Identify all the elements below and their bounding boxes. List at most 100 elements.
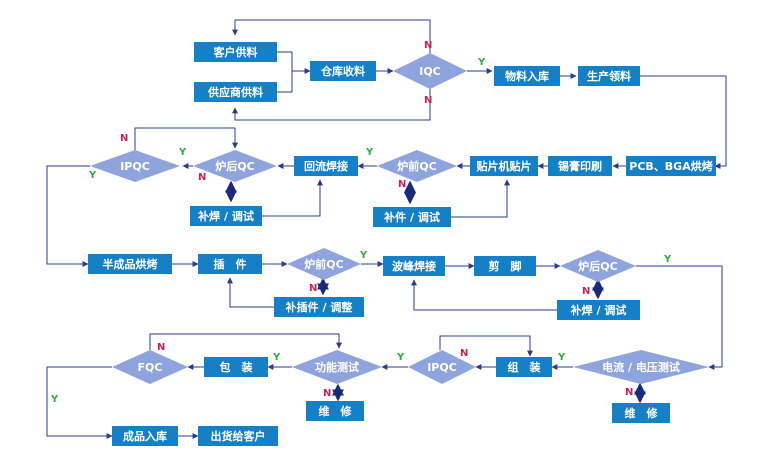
svg-text:包 装: 包 装	[219, 360, 253, 374]
svg-text:补焊 / 调试: 补焊 / 调试	[197, 209, 254, 223]
edge-replace-place	[451, 179, 510, 218]
svg-text:炉后QC: 炉后QC	[215, 159, 254, 173]
edge-customer-merge	[277, 51, 293, 71]
label-ipqc2-no: N	[460, 348, 468, 359]
decision-ipqc-2: IPQC	[408, 350, 476, 384]
label-function-yes: Y	[272, 352, 281, 363]
svg-text:炉前QC: 炉前QC	[304, 257, 343, 271]
svg-text:IPQC: IPQC	[427, 361, 457, 374]
svg-text:剪 脚: 剪 脚	[489, 259, 522, 273]
label-iqc-no-top: N	[424, 40, 432, 51]
svg-text:成品入库: 成品入库	[123, 429, 167, 443]
svg-text:客户供料: 客户供料	[213, 45, 258, 59]
label-preqc2-yes: Y	[359, 250, 368, 261]
label-preqc1-yes: Y	[365, 147, 374, 158]
decision-iqc: IQC	[393, 53, 467, 89]
node-assemble: 组 装	[496, 357, 552, 377]
decision-pre-oven-qc-1: 炉前QC	[377, 150, 457, 182]
edge-reinsert-insert	[227, 277, 274, 308]
svg-text:半成品烘烤: 半成品烘烤	[103, 257, 158, 271]
svg-text:组 装: 组 装	[508, 360, 541, 374]
decision-post-oven-qc-2: 炉后QC	[560, 250, 636, 282]
edge-repair2-wave	[411, 279, 557, 311]
svg-text:出货给客户: 出货给客户	[211, 429, 266, 443]
label-postqc1-yes: Y	[178, 147, 187, 158]
svg-text:物料入库: 物料入库	[505, 69, 549, 83]
svg-text:炉后QC: 炉后QC	[578, 259, 617, 273]
edge-ipqc-semibake	[46, 165, 90, 267]
decision-current-voltage-test: 电流 / 电压测试	[573, 350, 709, 384]
edge-ipqc2-reject	[439, 335, 533, 357]
svg-text:补焊 / 调试: 补焊 / 调试	[570, 303, 627, 317]
node-finished-storage: 成品入库	[112, 426, 178, 446]
node-smt-place: 贴片机贴片	[470, 156, 538, 176]
node-repair-debug-1: 补焊 / 调试	[190, 206, 262, 226]
node-insert: 插 件	[198, 254, 262, 274]
svg-text:维 修: 维 修	[625, 406, 659, 420]
svg-text:锡膏印刷: 锡膏印刷	[558, 159, 602, 173]
label-ipqc2-yes: Y	[396, 352, 405, 363]
label-function-no: N	[323, 388, 331, 399]
node-ship-customer: 出货给客户	[198, 426, 278, 446]
decision-fqc: FQC	[112, 350, 188, 384]
edge-iqc-reject-customer	[232, 19, 431, 53]
node-supplier-supply: 供应商供料	[194, 82, 277, 102]
node-customer-supply: 客户供料	[194, 42, 277, 62]
label-preqc1-no: N	[398, 179, 406, 190]
node-replace-debug: 补件 / 调试	[373, 207, 451, 227]
svg-text:仓库收料: 仓库收料	[320, 64, 365, 78]
label-iqc-yes: Y	[477, 57, 486, 68]
label-ipqc1-no: N	[120, 133, 128, 144]
node-maintain-2: 维 修	[612, 403, 670, 423]
node-cut-leads: 剪 脚	[474, 256, 536, 276]
decision-function-test: 功能测试	[292, 350, 382, 384]
svg-text:贴片机贴片: 贴片机贴片	[476, 159, 532, 173]
svg-text:插 件: 插 件	[214, 257, 247, 271]
decision-ipqc-1: IPQC	[90, 150, 180, 182]
svg-text:电流 / 电压测试: 电流 / 电压测试	[602, 360, 680, 374]
svg-text:波峰焊接: 波峰焊接	[392, 259, 436, 273]
edge-iqc-reject-supplier	[232, 89, 431, 121]
svg-text:PCB、BGA烘烤: PCB、BGA烘烤	[629, 159, 712, 173]
svg-text:补插件 / 调整: 补插件 / 调整	[285, 300, 353, 314]
edge-fqc-finished	[46, 366, 113, 439]
decision-post-oven-qc-1: 炉后QC	[193, 150, 277, 182]
node-pack: 包 装	[204, 357, 268, 377]
label-ipqc1-yes: Y	[88, 170, 97, 181]
edge-labels: N N Y N Y Y N Y N Y N Y N Y N N Y Y N N …	[50, 40, 672, 405]
edge-ipqc-reject	[134, 127, 238, 150]
label-postqc2-no: N	[582, 286, 590, 297]
svg-text:IPQC: IPQC	[120, 160, 150, 173]
label-postqc2-yes: Y	[663, 254, 672, 265]
node-warehouse-receive: 仓库收料	[310, 61, 376, 81]
svg-text:功能测试: 功能测试	[315, 360, 359, 374]
edge-fqc-reject	[149, 333, 342, 350]
svg-text:炉前QC: 炉前QC	[397, 159, 436, 173]
node-pcb-bga-bake: PCB、BGA烘烤	[626, 156, 716, 176]
svg-text:维 修: 维 修	[319, 404, 353, 418]
node-wave-solder: 波峰焊接	[383, 256, 445, 276]
node-maintain-1: 维 修	[306, 401, 364, 421]
label-iqc-no-bottom: N	[424, 95, 432, 106]
label-preqc2-no: N	[309, 283, 317, 294]
connectors	[46, 19, 727, 439]
decision-pre-oven-qc-2: 炉前QC	[287, 248, 361, 280]
edge-supplier-merge	[277, 71, 293, 93]
node-semi-bake: 半成品烘烤	[88, 254, 172, 274]
edge-postqc2-test	[636, 265, 723, 370]
label-test-no: N	[625, 387, 633, 398]
svg-text:IQC: IQC	[419, 65, 441, 78]
svg-text:生产领料: 生产领料	[587, 69, 631, 83]
node-production-pick: 生产领料	[578, 66, 640, 86]
svg-text:回流焊接: 回流焊接	[304, 159, 348, 173]
label-postqc1-no: N	[198, 172, 206, 183]
svg-text:供应商供料: 供应商供料	[207, 85, 263, 99]
edge-repair1-reflow	[262, 179, 323, 217]
label-fqc-no: N	[157, 342, 165, 353]
label-fqc-yes: Y	[50, 394, 59, 405]
node-reinsert-adjust: 补插件 / 调整	[274, 297, 364, 317]
svg-text:补件 / 调试: 补件 / 调试	[383, 210, 440, 224]
svg-text:FQC: FQC	[138, 361, 163, 374]
